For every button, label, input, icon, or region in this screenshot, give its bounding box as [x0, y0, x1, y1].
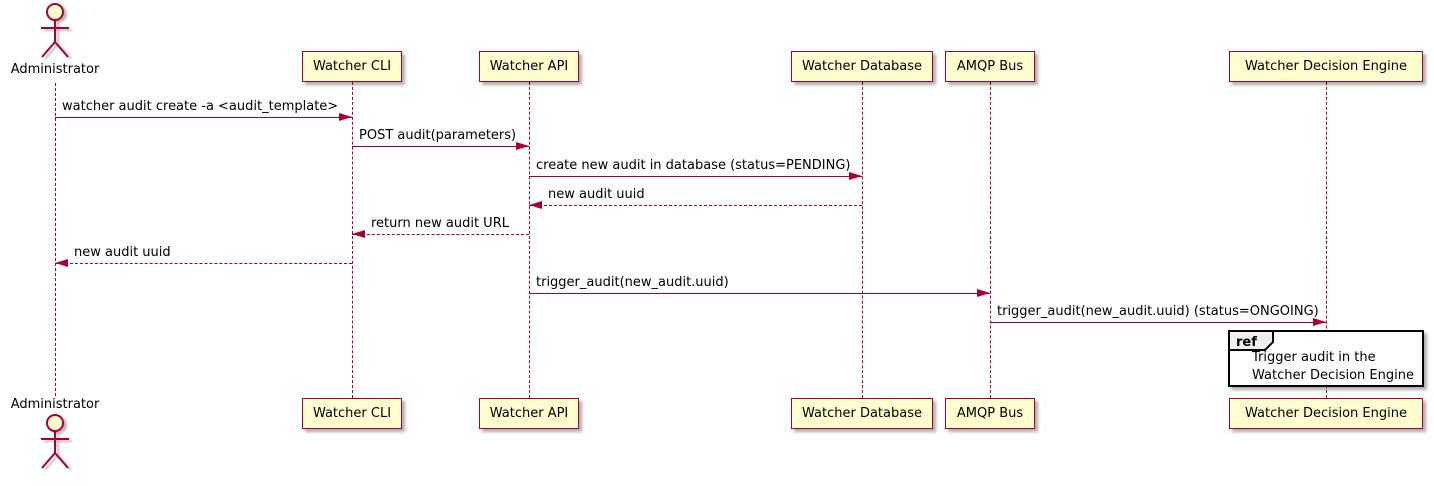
ref-keyword-tab: ref [1228, 330, 1274, 351]
message-line-8 [990, 322, 1326, 323]
participant-box-watcher_database-bottom: Watcher Database [791, 398, 933, 429]
message-label-1: watcher audit create -a <audit_template> [62, 99, 339, 114]
message-label-7: trigger_audit(new_audit.uuid) [536, 275, 729, 290]
participant-box-amqp_bus-bottom: AMQP Bus [945, 398, 1035, 429]
actor-label-administrator-top: Administrator [10, 62, 100, 77]
message-line-1 [55, 117, 352, 118]
message-line-4 [529, 205, 862, 206]
participant-box-watcher_cli-bottom: Watcher CLI [302, 398, 402, 429]
message-line-6 [55, 263, 352, 264]
actor-figure-administrator-top [34, 2, 76, 66]
arrowhead-7 [977, 289, 990, 297]
participant-box-watcher_cli-top: Watcher CLI [302, 51, 402, 82]
arrowhead-4 [529, 201, 542, 209]
lifeline-watcher_decision_engine [1326, 82, 1327, 398]
ref-text-line-2: Watcher Decision Engine [1252, 367, 1414, 383]
message-label-5: return new audit URL [371, 216, 509, 231]
message-label-2: POST audit(parameters) [359, 128, 517, 143]
arrowhead-2 [516, 142, 529, 150]
message-label-6: new audit uuid [74, 245, 171, 260]
message-label-4: new audit uuid [548, 187, 645, 202]
ref-keyword: ref [1236, 335, 1257, 350]
arrowhead-3 [849, 172, 862, 180]
actor-figure-administrator-bottom [34, 413, 76, 477]
participant-box-watcher_decision_engine-top: Watcher Decision Engine [1229, 51, 1423, 82]
lifeline-amqp_bus [990, 82, 991, 398]
lifeline-administrator [55, 83, 56, 396]
actor-label-administrator-bottom: Administrator [10, 397, 100, 412]
message-label-3: create new audit in database (status=PEN… [536, 158, 851, 173]
participant-box-watcher_database-top: Watcher Database [791, 51, 933, 82]
message-line-3 [529, 176, 862, 177]
lifeline-watcher_database [862, 82, 863, 398]
lifeline-watcher_cli [352, 82, 353, 398]
arrowhead-5 [352, 230, 365, 238]
message-line-5 [352, 234, 529, 235]
participant-box-watcher_api-bottom: Watcher API [479, 398, 579, 429]
participant-box-amqp_bus-top: AMQP Bus [945, 51, 1035, 82]
arrowhead-6 [55, 259, 68, 267]
message-label-8: trigger_audit(new_audit.uuid) (status=ON… [997, 304, 1319, 319]
ref-text-line-1: Trigger audit in the [1252, 350, 1376, 365]
message-line-7 [529, 293, 990, 294]
arrowhead-1 [339, 113, 352, 121]
message-line-2 [352, 146, 529, 147]
participant-box-watcher_api-top: Watcher API [479, 51, 579, 82]
arrowhead-8 [1313, 318, 1326, 326]
lifeline-watcher_api [529, 82, 530, 398]
participant-box-watcher_decision_engine-bottom: Watcher Decision Engine [1229, 398, 1423, 429]
